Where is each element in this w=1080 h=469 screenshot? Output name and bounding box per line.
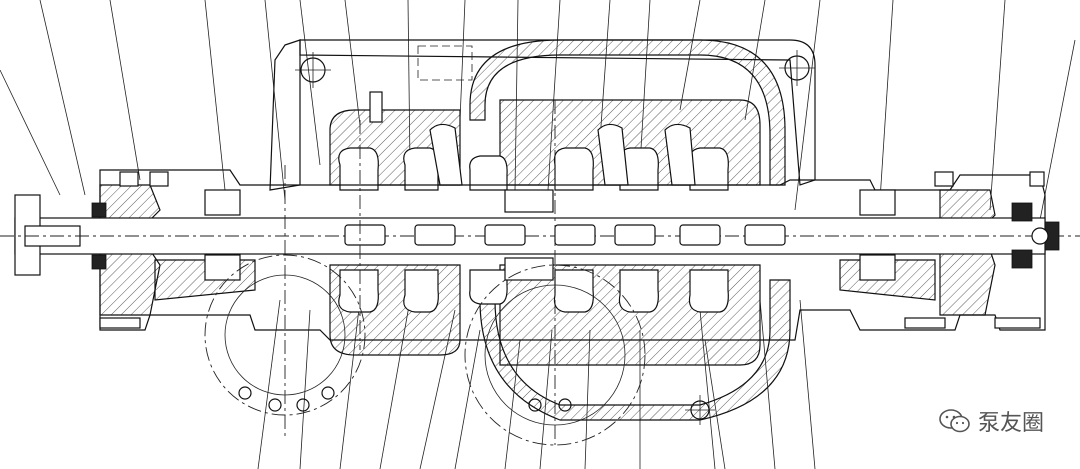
- watermark: 泵友圈: [938, 405, 1044, 437]
- center-lines: [284, 100, 556, 445]
- base-bolts: [99, 91, 1041, 329]
- wechat-icon: [939, 409, 970, 433]
- pump-casing-bracket: [269, 39, 816, 191]
- impeller-stages: [338, 123, 729, 313]
- pump-housing: [99, 169, 1046, 341]
- bearing-assemblies: [91, 171, 1060, 270]
- watermark-label: 泵友圈: [977, 411, 1044, 436]
- pump-shaft: [0, 194, 1080, 276]
